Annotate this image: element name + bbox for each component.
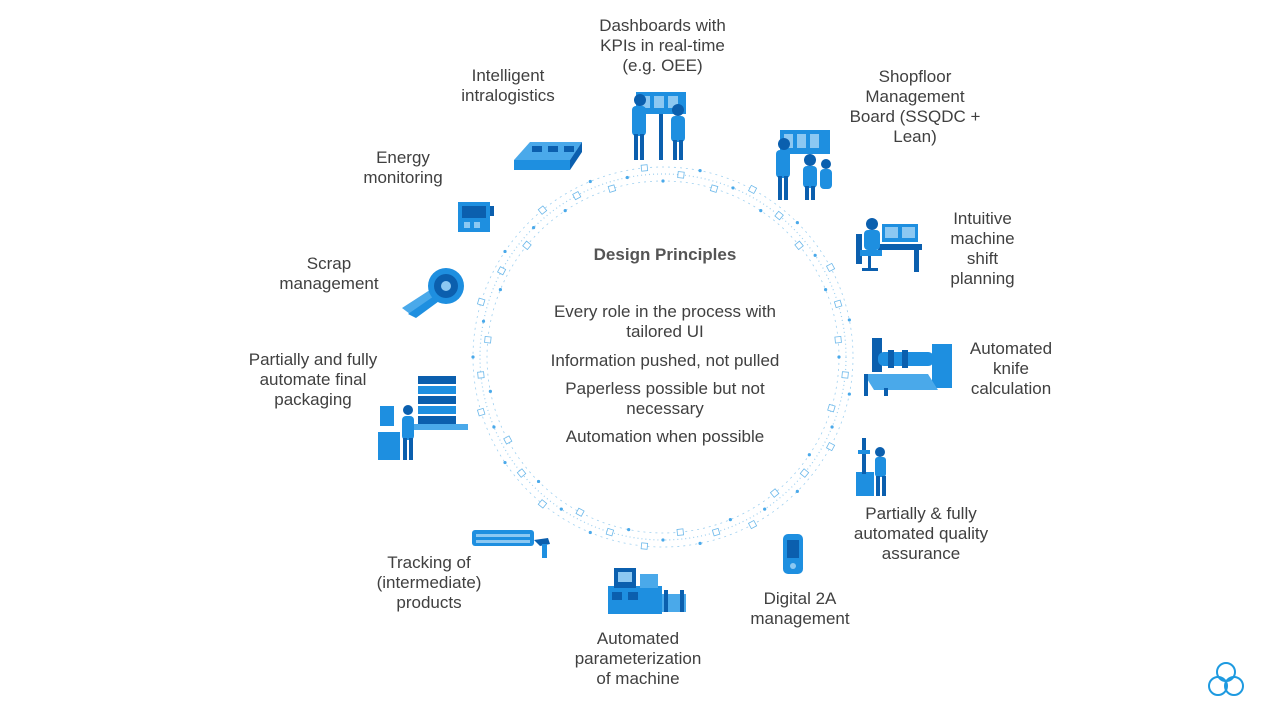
ring-marker bbox=[503, 249, 507, 254]
ring-marker bbox=[676, 528, 684, 536]
ring-marker bbox=[588, 530, 592, 535]
ring-marker bbox=[677, 171, 685, 179]
ring-marker bbox=[728, 518, 732, 522]
label-tracking: Tracking of (intermediate) products bbox=[376, 553, 482, 612]
ring-marker bbox=[488, 389, 492, 393]
principle-information-pushed: Information pushed, not pulled bbox=[550, 351, 780, 370]
ring-marker bbox=[572, 191, 582, 201]
design-principles-title: Design Principles bbox=[593, 245, 737, 264]
packaging-station-icon bbox=[378, 376, 468, 460]
intralogistics-conveyor-icon bbox=[514, 142, 582, 170]
ring-marker bbox=[640, 164, 649, 172]
ring-marker bbox=[563, 209, 567, 213]
ring-marker bbox=[847, 318, 851, 322]
principle-paperless: Paperless possible but not necessary bbox=[565, 379, 765, 418]
ring-marker bbox=[825, 262, 836, 273]
ring-marker bbox=[731, 186, 735, 190]
ring-marker bbox=[607, 184, 617, 193]
ring-marker bbox=[833, 299, 843, 309]
ring-line bbox=[472, 166, 854, 548]
label-packaging: Partially and fully automate final packa… bbox=[248, 350, 378, 409]
ring-marker bbox=[481, 319, 486, 323]
ring-marker bbox=[497, 266, 507, 276]
handheld-device-icon bbox=[783, 534, 803, 574]
ring-marker bbox=[799, 468, 810, 478]
knife-machine-icon bbox=[864, 338, 952, 396]
ring-marker bbox=[522, 240, 532, 251]
ring-marker bbox=[605, 527, 615, 537]
ring-marker bbox=[824, 288, 828, 292]
ring-marker bbox=[492, 425, 496, 429]
ring-marker bbox=[747, 519, 758, 530]
ring-marker bbox=[813, 253, 817, 257]
ring-marker bbox=[625, 175, 629, 180]
label-scrap: Scrap management bbox=[279, 254, 379, 293]
parameterization-machine-icon bbox=[608, 568, 686, 614]
ring-marker bbox=[698, 169, 702, 173]
ring-marker bbox=[759, 209, 763, 213]
shift-planning-desk-icon bbox=[856, 218, 922, 272]
scrap-roll-icon bbox=[402, 268, 464, 318]
shopfloor-board-icon bbox=[776, 130, 832, 200]
ring-marker bbox=[537, 499, 548, 509]
ring-marker bbox=[477, 371, 485, 379]
label-energy: Energy monitoring bbox=[363, 148, 443, 187]
quality-measurement-icon bbox=[856, 438, 886, 496]
ring-marker bbox=[471, 355, 475, 359]
ring-marker bbox=[841, 371, 849, 379]
label-shift-planning: Intuitive machine shift planning bbox=[950, 209, 1015, 288]
ring-marker bbox=[627, 528, 631, 532]
ring-marker bbox=[559, 507, 563, 511]
ring-marker bbox=[476, 407, 486, 417]
ring-marker bbox=[827, 403, 836, 413]
label-shopfloor-board: Shopfloor Management Board (SSQDC + Lean… bbox=[849, 67, 981, 146]
label-intralogistics: Intelligent intralogistics bbox=[461, 66, 555, 105]
ring-marker bbox=[837, 355, 841, 359]
label-knife-calculation: Automated knife calculation bbox=[969, 339, 1053, 398]
ring-marker bbox=[698, 541, 702, 545]
ring-marker bbox=[774, 210, 784, 221]
label-quality-assurance: Partially & fully automated quality assu… bbox=[853, 504, 989, 563]
principle-automation: Automation when possible bbox=[565, 427, 765, 446]
ring-marker bbox=[795, 221, 799, 225]
ring-marker bbox=[536, 479, 541, 484]
ring-marker bbox=[640, 542, 649, 550]
ring-marker bbox=[498, 288, 502, 292]
ring-marker bbox=[747, 184, 758, 195]
label-parameterization: Automated parameterization of machine bbox=[574, 629, 702, 688]
ring-marker bbox=[830, 425, 834, 429]
ring-marker bbox=[588, 179, 592, 184]
ring-marker bbox=[575, 507, 585, 517]
ring-marker bbox=[763, 507, 767, 511]
dashboard-people-icon bbox=[632, 92, 686, 160]
ring-marker bbox=[807, 453, 811, 457]
ring-marker bbox=[847, 392, 851, 396]
tracking-scanner-icon bbox=[472, 530, 550, 558]
principle-tailored-ui: Every role in the process with tailored … bbox=[553, 302, 777, 341]
ring-marker bbox=[531, 225, 536, 230]
ring-marker bbox=[834, 336, 842, 344]
ring-marker bbox=[709, 184, 719, 193]
ring-marker bbox=[537, 205, 548, 215]
energy-meter-icon bbox=[458, 202, 494, 232]
company-logo-icon bbox=[1208, 662, 1244, 696]
ring-marker bbox=[794, 240, 804, 251]
ring-marker bbox=[503, 460, 507, 465]
ring-marker bbox=[661, 179, 665, 183]
label-digital-2a: Digital 2A management bbox=[750, 589, 850, 628]
ring-line bbox=[479, 173, 847, 541]
ring-marker bbox=[516, 468, 527, 478]
ring-marker bbox=[769, 488, 780, 498]
ring-marker bbox=[825, 441, 836, 452]
ring-marker bbox=[503, 435, 513, 445]
label-dashboards: Dashboards with KPIs in real-time (e.g. … bbox=[599, 16, 726, 75]
ring-marker bbox=[795, 489, 799, 493]
ring-marker bbox=[711, 527, 721, 537]
ring-marker bbox=[484, 336, 492, 344]
ring-marker bbox=[661, 538, 665, 542]
ring-marker bbox=[476, 297, 486, 307]
